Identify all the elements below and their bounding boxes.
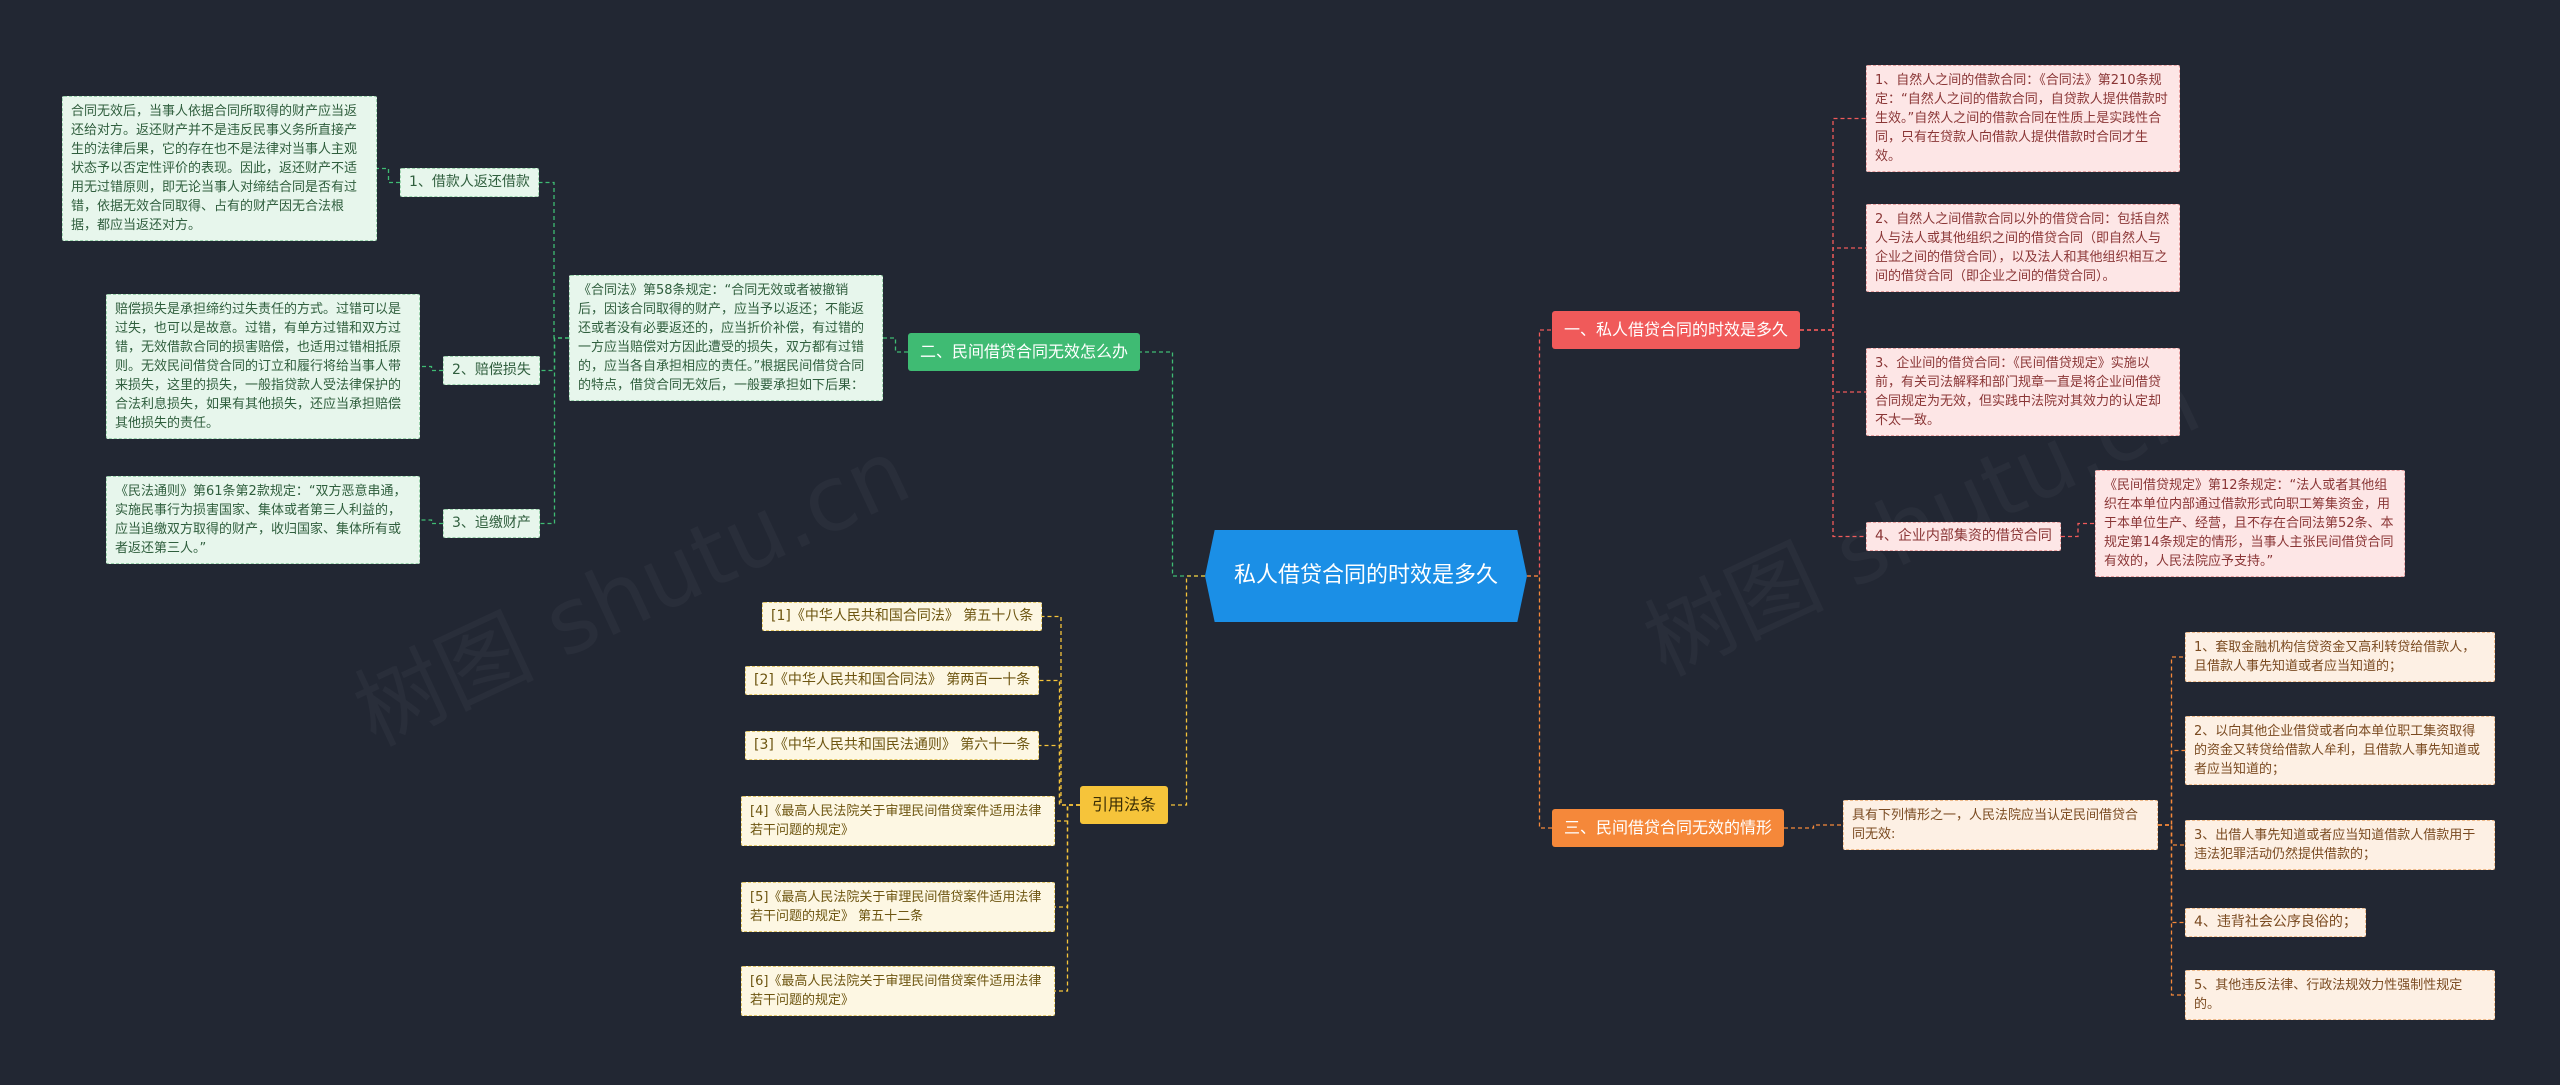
b2-item-recover-label[interactable]: 3、追缴财产 xyxy=(443,509,540,538)
branch-invalid-handling[interactable]: 二、民间借贷合同无效怎么办 xyxy=(908,333,1141,371)
connector-n-b1-4a xyxy=(2061,522,2095,538)
connector-root-n-b1 xyxy=(1527,329,1552,577)
connector-n-b2-3n xyxy=(420,519,443,525)
b2-item-recover-note[interactable]: 《民法通则》第61条第2款规定：“双方恶意串通，实施民事行为损害国家、集体或者第… xyxy=(106,476,420,564)
law-ref-2[interactable]: [2]《中华人民共和国合同法》 第两百一十条 xyxy=(745,666,1040,695)
connector-n-b2-1 xyxy=(539,181,569,339)
connector-root-n-b2 xyxy=(1140,351,1205,577)
law-ref-1[interactable]: [1]《中华人民共和国合同法》 第五十八条 xyxy=(762,602,1043,631)
b2-item-repay-label[interactable]: 1、借款人返还借款 xyxy=(400,168,539,197)
b2-intro[interactable]: 《合同法》第58条规定：“合同无效或者被撤销后，因该合同取得的财产，应当予以返还… xyxy=(569,275,883,401)
connector-n-b3-intro xyxy=(1784,824,1843,829)
b1-item-4[interactable]: 4、企业内部集资的借贷合同 xyxy=(1866,522,2061,551)
law-ref-3[interactable]: [3]《中华人民共和国民法通则》 第六十一条 xyxy=(745,731,1040,760)
b2-item-repay-note[interactable]: 合同无效后，当事人依据合同所取得的财产应当返还给对方。返还财产并不是违反民事义务… xyxy=(62,96,377,241)
connector-n-b4-1 xyxy=(1042,615,1080,806)
b3-intro[interactable]: 具有下列情形之一，人民法院应当认定民间借贷合同无效: xyxy=(1843,800,2158,850)
b3-item-5[interactable]: 5、其他违反法律、行政法规效力性强制性规定的。 xyxy=(2185,970,2495,1020)
branch-invalid-cases[interactable]: 三、民间借贷合同无效的情形 xyxy=(1552,809,1785,847)
connector-root-n-b3 xyxy=(1527,575,1552,829)
b1-item-4-detail[interactable]: 《民间借贷规定》第12条规定：“法人或者其他组织在本单位内部通过借款形式向职工筹… xyxy=(2095,470,2405,577)
branch-timeliness[interactable]: 一、私人借贷合同的时效是多久 xyxy=(1552,311,1801,349)
connector-n-b2-3 xyxy=(540,337,569,525)
connector-n-b2-2n xyxy=(420,365,443,372)
law-ref-5[interactable]: [5]《最高人民法院关于审理民间借贷案件适用法律若干问题的规定》 第五十二条 xyxy=(741,882,1055,932)
b1-item-3[interactable]: 3、企业间的借贷合同：《民间借贷规定》实施以前，有关司法解释和部门规章一直是将企… xyxy=(1866,348,2180,436)
connector-n-b3-5 xyxy=(2158,824,2185,996)
root-topic[interactable]: 私人借贷合同的时效是多久 xyxy=(1205,530,1527,622)
b3-item-2[interactable]: 2、以向其他企业借贷或者向本单位职工集资取得的资金又转贷给借款人牟利，且借款人事… xyxy=(2185,716,2495,785)
b2-item-compensation-label[interactable]: 2、赔偿损失 xyxy=(443,356,540,385)
law-ref-4[interactable]: [4]《最高人民法院关于审理民间借贷案件适用法律若干问题的规定》 xyxy=(741,796,1055,846)
connector-n-b2-1n xyxy=(377,167,400,184)
connector-root-n-b4 xyxy=(1168,575,1205,806)
b3-item-4[interactable]: 4、违背社会公序良俗的； xyxy=(2185,908,2366,937)
b1-item-1[interactable]: 1、自然人之间的借款合同：《合同法》第210条规定：“自然人之间的借款合同，自贷… xyxy=(1866,65,2180,172)
b3-item-1[interactable]: 1、套取金融机构信贷资金又高利转贷给借款人，且借款人事先知道或者应当知道的； xyxy=(2185,632,2495,682)
connector-n-b4-2 xyxy=(1039,679,1080,806)
connector-n-b1-2 xyxy=(1800,247,1866,331)
connector-n-b2-intro xyxy=(883,337,908,353)
law-ref-6[interactable]: [6]《最高人民法院关于审理民间借贷案件适用法律若干问题的规定》 xyxy=(741,966,1055,1016)
b3-item-3[interactable]: 3、出借人事先知道或者应当知道借款人借款用于违法犯罪活动仍然提供借款的； xyxy=(2185,820,2495,870)
b2-item-compensation-note[interactable]: 赔偿损失是承担缔约过失责任的方式。过错可以是过失，也可以是故意。过错，有单方过错… xyxy=(106,294,420,439)
connector-n-b4-6 xyxy=(1055,804,1080,992)
connector-n-b1-4 xyxy=(1800,329,1866,538)
branch-cited-laws[interactable]: 引用法条 xyxy=(1080,786,1169,824)
connector-n-b3-2 xyxy=(2158,749,2185,826)
b1-item-2[interactable]: 2、自然人之间借款合同以外的借贷合同：包括自然人与法人或其他组织之间的借贷合同（… xyxy=(1866,204,2180,292)
